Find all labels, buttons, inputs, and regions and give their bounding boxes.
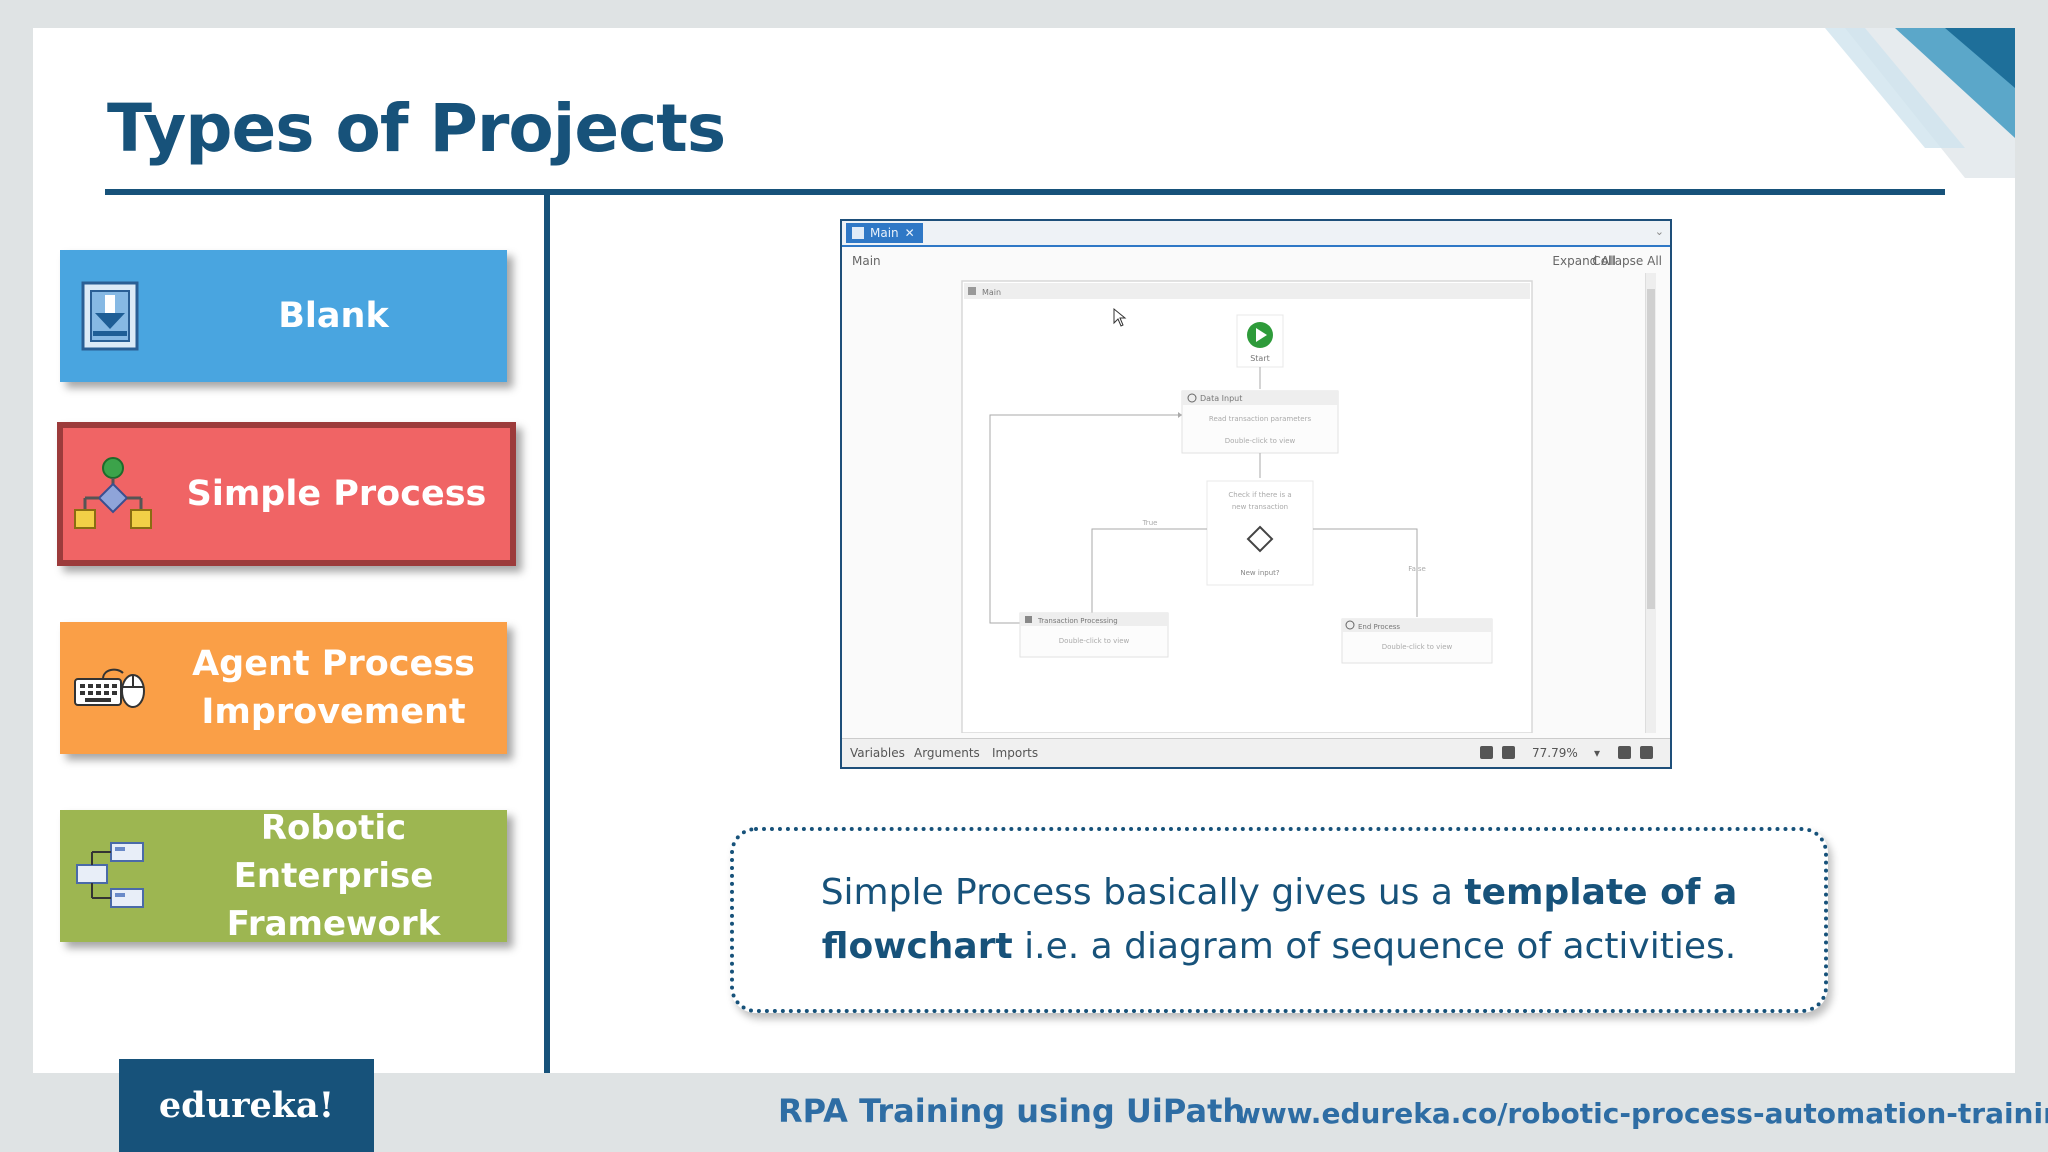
project-card-robotic-enterprise-framework[interactable]: Robotic Enterprise Framework — [60, 808, 507, 944]
flowchart-canvas: Main Start Data Input Read transaction p… — [961, 280, 1533, 733]
svg-text:Data Input: Data Input — [1200, 394, 1242, 403]
svg-text:Double-click to view: Double-click to view — [1225, 437, 1296, 445]
chevron-down-icon[interactable]: ⌄ — [1654, 225, 1664, 238]
zoom-level[interactable]: 77.79% — [1532, 746, 1578, 760]
project-label: Blank — [278, 296, 389, 336]
decision-icon — [1246, 525, 1274, 553]
course-title: RPA Training using UiPath — [778, 1092, 1246, 1130]
scrollbar-thumb[interactable] — [1647, 289, 1655, 609]
course-url[interactable]: www.edureka.co/robotic-process-automatio… — [1235, 1097, 2048, 1130]
arguments-tab[interactable]: Arguments — [914, 746, 980, 760]
close-icon[interactable]: ✕ — [904, 226, 915, 240]
project-card-blank[interactable]: Blank — [60, 250, 507, 382]
expand-all-button[interactable]: Expand All — [1552, 254, 1616, 268]
vertical-scrollbar[interactable] — [1645, 273, 1656, 733]
svg-text:False: False — [1408, 565, 1426, 573]
svg-text:True: True — [1142, 519, 1158, 527]
overview-icon[interactable] — [1640, 746, 1653, 759]
edureka-logo: edureka! — [119, 1059, 374, 1152]
studio-screenshot: Main ✕ ⌄ Main Expand All Collapse All Ma… — [840, 219, 1672, 769]
svg-text:Read transaction parameters: Read transaction parameters — [1209, 415, 1312, 423]
tab-main[interactable]: Main ✕ — [846, 223, 923, 243]
keyboard-mouse-icon — [60, 622, 160, 754]
chevron-down-icon[interactable]: ▾ — [1594, 746, 1601, 760]
project-label: Simple Process — [186, 474, 487, 514]
column-divider — [544, 195, 550, 1073]
description-text: Simple Process basically gives us a temp… — [820, 872, 1738, 967]
framework-icon — [60, 810, 160, 942]
slide: Types of Projects Blank — [33, 28, 2015, 1073]
svg-text:new transaction: new transaction — [1232, 503, 1288, 511]
svg-text:Double-click to view: Double-click to view — [1059, 637, 1130, 645]
sequence-title: Main — [982, 288, 1001, 297]
project-card-simple-process[interactable]: Simple Process — [57, 422, 516, 566]
title-divider — [105, 189, 1945, 195]
flowchart-icon — [968, 287, 976, 295]
project-card-agent-process-improvement[interactable]: Agent Process Improvement — [60, 622, 507, 754]
cursor-icon — [1113, 307, 1127, 327]
workflow-icon — [852, 227, 864, 239]
variables-tab[interactable]: Variables — [850, 746, 905, 760]
pan-icon[interactable] — [1480, 746, 1493, 759]
designer-status-bar: Variables Arguments Imports 77.79% ▾ — [842, 738, 1670, 767]
collapse-all-button[interactable]: Collapse All — [1592, 254, 1662, 268]
svg-text:Start: Start — [1250, 354, 1270, 363]
svg-text:New input?: New input? — [1240, 569, 1279, 577]
page-title: Types of Projects — [107, 90, 726, 167]
zoom-icon[interactable] — [1502, 746, 1515, 759]
project-label: Agent Process Improvement — [192, 644, 475, 732]
blank-project-icon — [60, 250, 160, 382]
project-label: Robotic Enterprise Framework — [226, 808, 441, 944]
corner-decoration — [1825, 28, 2015, 178]
description-callout: Simple Process basically gives us a temp… — [730, 827, 1828, 1013]
document-tab-bar: Main ✕ ⌄ — [842, 221, 1670, 247]
svg-text:Transaction Processing: Transaction Processing — [1037, 617, 1118, 625]
svg-text:Double-click to view: Double-click to view — [1382, 643, 1453, 651]
fit-to-screen-icon[interactable] — [1618, 746, 1631, 759]
imports-tab[interactable]: Imports — [992, 746, 1039, 760]
breadcrumb[interactable]: Main — [852, 254, 881, 268]
svg-text:End Process: End Process — [1358, 623, 1400, 631]
svg-text:Check if there is a: Check if there is a — [1228, 491, 1291, 499]
flowchart-icon — [63, 428, 163, 560]
